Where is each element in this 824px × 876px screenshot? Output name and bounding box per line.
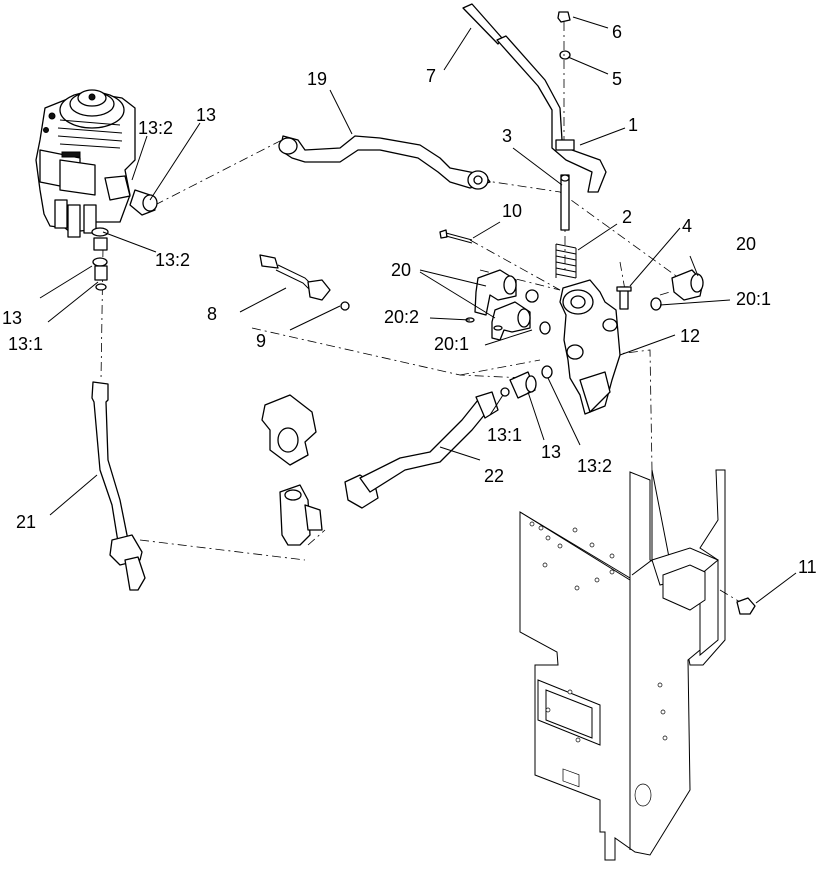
washer-5 (559, 50, 571, 60)
callout-13-2-left: 13:2 (155, 250, 190, 270)
callout-2: 2 (622, 207, 632, 227)
rod-3 (560, 174, 570, 231)
hose-22 (344, 391, 499, 509)
callout-20-mid: 20 (391, 260, 411, 280)
callout-12: 12 (680, 326, 700, 346)
callout-13-mid: 13 (541, 442, 561, 462)
pin-4 (616, 286, 632, 310)
pump-assembly (35, 89, 136, 238)
callout-20-right: 20 (736, 234, 756, 254)
callout-13-2-mid: 13:2 (577, 456, 612, 476)
callout-13-2-top: 13:2 (138, 118, 173, 138)
callout-13-left: 13 (2, 308, 22, 328)
tee-valve (261, 394, 323, 546)
sensor-8 (259, 254, 350, 311)
callout-13-1-mid: 13:1 (487, 425, 522, 445)
fitting-20-right (650, 269, 704, 311)
callout-10: 10 (502, 201, 522, 221)
hose-21 (91, 381, 146, 591)
callout-7: 7 (426, 66, 436, 86)
bolt-10 (439, 229, 473, 244)
fitting-13-mid (500, 365, 553, 399)
callout-20-2: 20:2 (384, 307, 419, 327)
elbow-fittings-20 (465, 269, 551, 341)
valve-body-12 (559, 279, 621, 415)
callout-labels: 6 5 7 1 19 3 10 2 4 20 20:1 12 20 20:2 2… (2, 22, 817, 577)
clip-1 (555, 139, 575, 151)
chassis-plate (519, 469, 726, 861)
callout-20-1-right: 20:1 (736, 289, 771, 309)
callout-13-1-left: 13:1 (8, 334, 43, 354)
nut-11 (736, 597, 756, 615)
callout-21: 21 (16, 512, 36, 532)
callout-5: 5 (612, 69, 622, 89)
callout-4: 4 (682, 216, 692, 236)
callout-1: 1 (628, 115, 638, 135)
callout-20-1-mid: 20:1 (434, 334, 469, 354)
pump-fittings (91, 189, 158, 291)
callout-19: 19 (307, 69, 327, 89)
callout-3: 3 (502, 126, 512, 146)
lever-7 (462, 3, 607, 193)
spring-2 (555, 243, 577, 279)
callout-11: 11 (798, 557, 817, 577)
callout-8: 8 (207, 304, 217, 324)
callout-13-top: 13 (196, 105, 216, 125)
callout-6: 6 (612, 22, 622, 42)
nut-6 (557, 11, 571, 23)
callout-22: 22 (484, 466, 504, 486)
callout-9: 9 (256, 331, 266, 351)
hose-19 (278, 135, 491, 190)
leader-lines (39, 16, 797, 604)
